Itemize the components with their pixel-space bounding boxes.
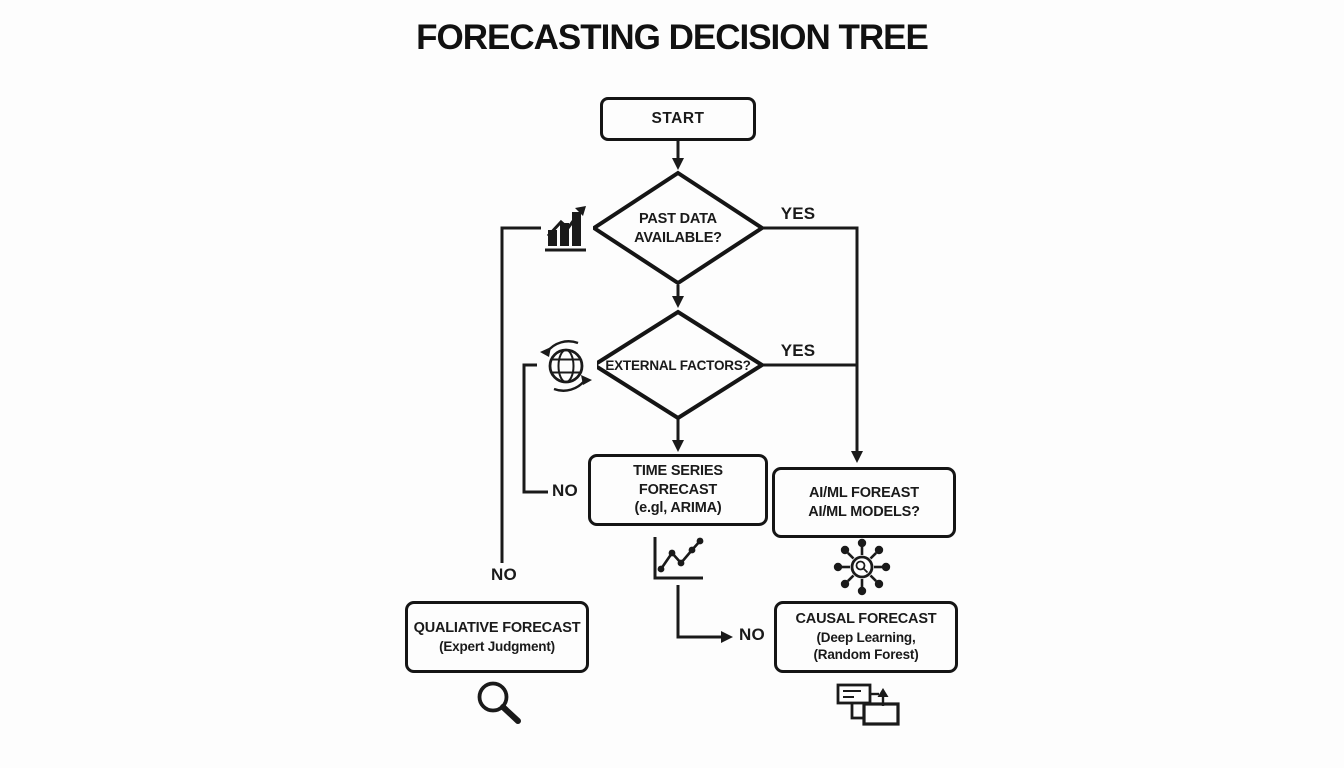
causal-line3: (Random Forest) [813, 647, 919, 663]
arrowhead-right-icon [721, 631, 733, 643]
flow-documents-icon [836, 683, 900, 726]
time-series-line3: (e.gl, ARIMA) [634, 500, 722, 517]
ai-ml-forecast-node: AI/ML FOREAST AI/ML MODELS? [772, 467, 956, 538]
past-data-line1: PAST DATA [639, 211, 717, 227]
ai-ml-line2: AI/ML MODELS? [808, 503, 920, 520]
external-factors-label: EXTERNAL FACTORS? [605, 358, 751, 373]
qualitative-forecast-node: QUALIATIVE FORECAST (Expert Judgment) [405, 601, 589, 673]
line-chart-icon [653, 537, 704, 580]
arrowheads [672, 158, 863, 643]
edge-label-external-factors-yes: YES [780, 341, 816, 360]
edge-label-time-series-no: NO [739, 625, 765, 644]
arrowhead-down-icon [672, 440, 684, 452]
past-data-line2: AVAILABLE? [634, 229, 722, 246]
edge-label-past-data-no: NO [491, 565, 517, 584]
causal-line2: (Deep Learning, [816, 630, 916, 645]
arrowhead-down-icon [672, 296, 684, 308]
past-data-decision-label: PAST DATA AVAILABLE? [603, 210, 753, 248]
arrowhead-down-icon [851, 451, 863, 463]
globe-sync-icon [537, 338, 597, 393]
edge-label-external-factors-no: NO [552, 481, 578, 500]
time-series-line1: TIME SERIES [633, 463, 723, 480]
edge-pastdata-yes [762, 226, 859, 451]
edge-pastdata-no [500, 226, 594, 563]
causal-forecast-node: CAUSAL FORECAST (Deep Learning, (Random … [774, 601, 958, 673]
start-node: START [600, 97, 756, 141]
time-series-line2: FORECAST [638, 481, 718, 498]
bar-chart-growth-icon [541, 203, 593, 254]
decision-diamond-past-data [590, 170, 766, 286]
magnifier-icon [477, 681, 521, 724]
qualitative-line2: (Expert Judgment) [439, 638, 555, 654]
decision-diamond-external-factors [590, 309, 766, 421]
ai-ml-line1: AI/ML FOREAST [809, 484, 919, 501]
edge-label-past-data-yes: YES [780, 204, 816, 223]
start-node-label: START [651, 110, 705, 128]
edge-timeseries-no [676, 585, 721, 639]
network-hub-icon [832, 538, 892, 596]
time-series-forecast-node: TIME SERIES FORECAST (e.gl, ARIMA) [588, 454, 768, 526]
page-title: FORECASTING DECISION TREE [416, 18, 929, 57]
arrowhead-down-icon [672, 158, 684, 170]
external-factors-decision-label: EXTERNAL FACTORS? [593, 357, 763, 375]
causal-line1: CAUSAL FORECAST [795, 611, 937, 628]
qualitative-line1: QUALIATIVE FORECAST [413, 620, 581, 637]
